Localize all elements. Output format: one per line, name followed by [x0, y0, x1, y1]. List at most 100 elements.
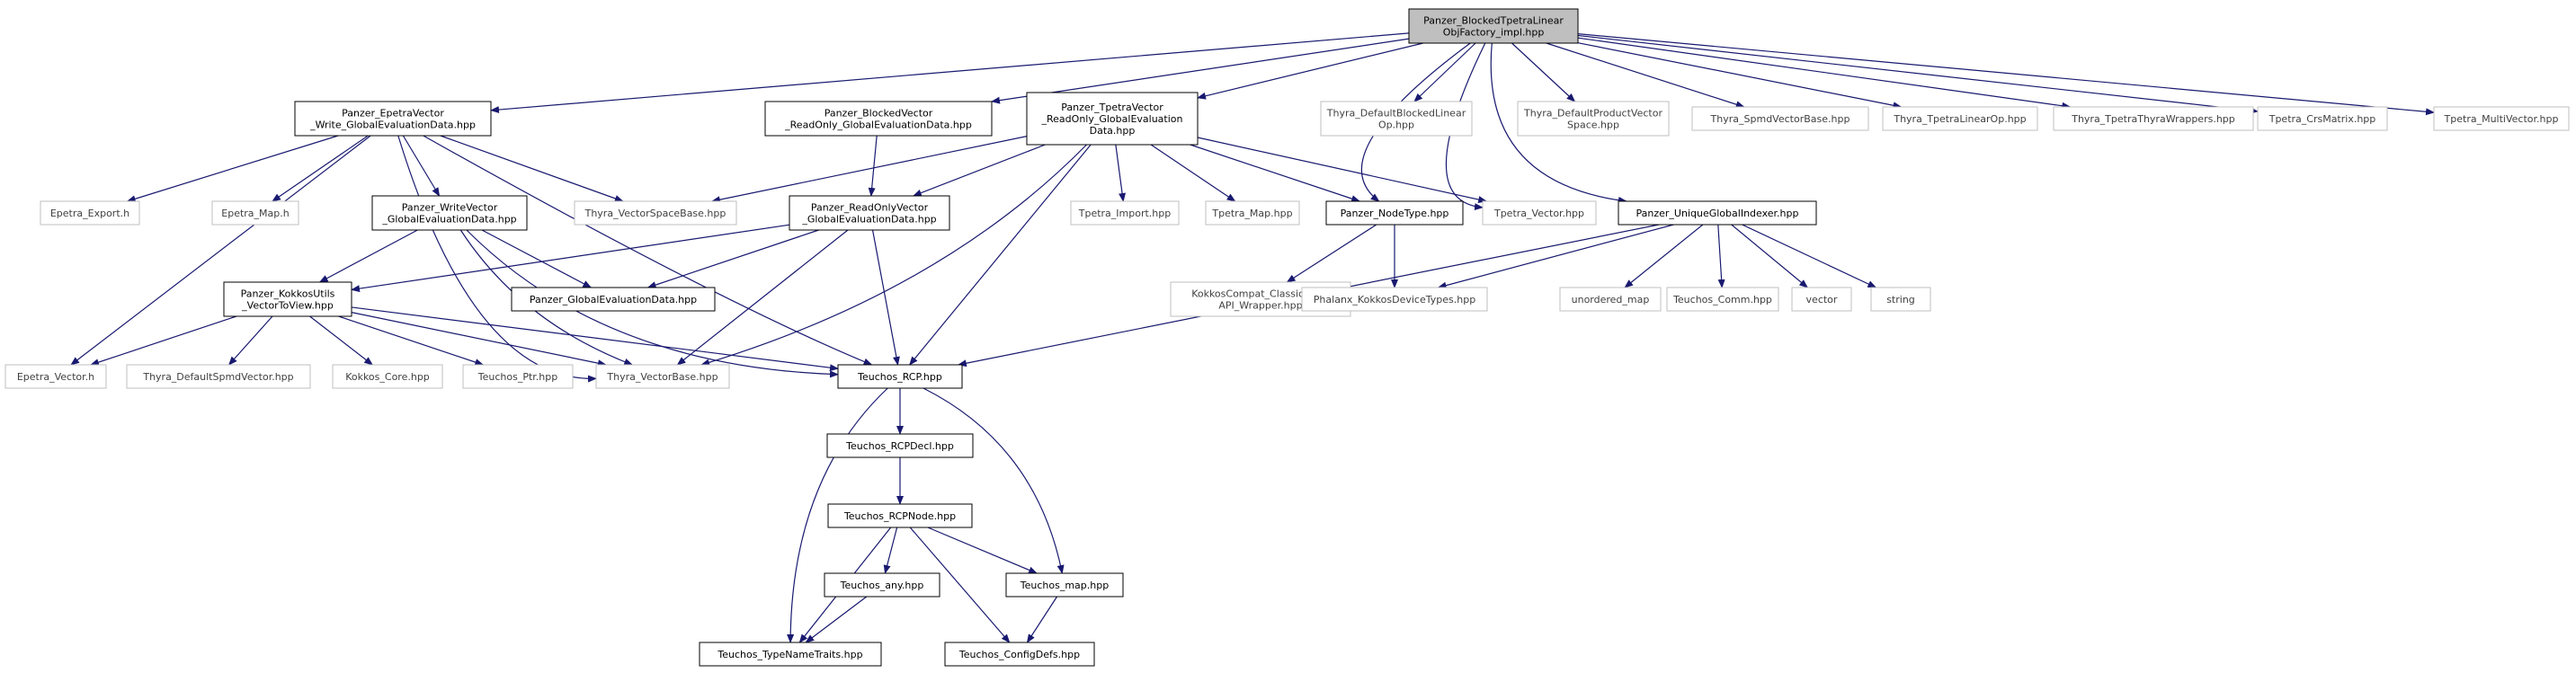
node-kokkos-core: Kokkos_Core.hpp	[332, 364, 443, 389]
node-label-line: Thyra_VectorSpaceBase.hpp	[584, 208, 726, 219]
node-box	[789, 195, 950, 231]
node-label-line: Teuchos_RCPDecl.hpp	[845, 440, 954, 452]
node-label-line: Data.hpp	[1090, 125, 1136, 137]
edge-readonly_vector_ged-to-global_evaluation_data	[646, 229, 819, 288]
node-box	[1882, 106, 2038, 131]
node-label-line: Thyra_DefaultSpmdVector.hpp	[142, 371, 293, 383]
node-label-line: Panzer_UniqueGlobalIndexer.hpp	[1636, 208, 1799, 219]
node-teuchos-rcp[interactable]: Teuchos_RCP.hpp	[837, 364, 963, 389]
edge-tpetra_ro_ged-to-tpetra_vector	[1197, 137, 1488, 203]
node-teuchos-map[interactable]: Teuchos_map.hpp	[1005, 572, 1124, 598]
node-label-line: Teuchos_Comm.hpp	[1672, 294, 1772, 306]
node-box	[574, 200, 737, 226]
node-teuchos-type-name-traits[interactable]: Teuchos_TypeNameTraits.hpp	[699, 642, 882, 667]
node-box	[1691, 106, 1869, 131]
edge-unique_global_indexer-to-phalanx_kokkos_device_types	[1437, 224, 1674, 289]
edge-root-to-thyra_tpetra_linear_op	[1577, 42, 1903, 110]
node-label-line: Epetra_Vector.h	[17, 371, 94, 383]
edge-blocked_ro_ged-to-readonly_vector_ged	[868, 135, 878, 197]
edge-node_type-to-kokkos_compat_classic_node	[1286, 224, 1377, 283]
node-tpetra-multi-vector: Tpetra_MultiVector.hpp	[2433, 106, 2570, 131]
edge-teuchos_rcp_node-to-teuchos_any	[883, 527, 898, 574]
node-box	[2053, 106, 2254, 131]
edge-epetra_write_ged-to-epetra_export	[126, 135, 339, 203]
edge-kokkos_utils_vector_to_view-to-thyra_default_spmd_vector	[227, 315, 273, 366]
node-box	[294, 101, 492, 137]
node-label-line: _Write_GlobalEvaluationData.hpp	[309, 120, 476, 131]
node-label-line: Panzer_BlockedTpetraLinear	[1423, 15, 1564, 27]
node-epetra-write-ged[interactable]: Panzer_EpetraVector_Write_GlobalEvaluati…	[294, 101, 492, 137]
edge-unique_global_indexer-to-teuchos_comm	[1717, 224, 1725, 288]
node-tpetra-ro-ged[interactable]: Panzer_TpetraVector_ReadOnly_GlobalEvalu…	[1026, 92, 1199, 146]
node-thyra-spmd-vector-base: Thyra_SpmdVectorBase.hpp	[1691, 106, 1869, 131]
edge-root-to-unique_global_indexer	[1490, 42, 1627, 204]
edge-root-to-thyra_default_product_vector_space	[1511, 42, 1576, 102]
node-box	[824, 572, 940, 598]
node-label-line: Tpetra_Import.hpp	[1078, 208, 1172, 219]
node-label-line: _VectorToView.hpp	[241, 300, 334, 312]
edge-epetra_write_ged-to-write_vector_ged	[402, 135, 441, 197]
node-label-line: API_Wrapper.hpp	[1218, 300, 1302, 312]
node-tpetra-map: Tpetra_Map.hpp	[1205, 200, 1300, 226]
node-label-line: Panzer_NodeType.hpp	[1341, 208, 1449, 219]
node-thyra-default-spmd-vector: Thyra_DefaultSpmdVector.hpp	[126, 364, 311, 389]
edge-write_vector_ged-to-teuchos_rcp	[466, 229, 839, 378]
edge-root-to-epetra_write_ged	[490, 32, 1410, 114]
edge-kokkos_utils_vector_to_view-to-thyra_vector_base	[351, 312, 607, 367]
node-unique-global-indexer[interactable]: Panzer_UniqueGlobalIndexer.hpp	[1618, 200, 1817, 226]
node-label-line: Panzer_WriteVector	[402, 202, 498, 214]
node-node-type[interactable]: Panzer_NodeType.hpp	[1325, 200, 1464, 226]
node-string: string	[1870, 287, 1931, 312]
node-thyra-vector-space-base: Thyra_VectorSpaceBase.hpp	[574, 200, 737, 226]
node-label-line: ObjFactory_impl.hpp	[1443, 27, 1545, 39]
node-box	[1618, 200, 1817, 226]
node-label-line: Panzer_BlockedVector	[824, 108, 933, 120]
node-write-vector-ged[interactable]: Panzer_WriteVector_GlobalEvaluationData.…	[371, 195, 528, 231]
node-box	[462, 364, 574, 389]
node-readonly-vector-ged[interactable]: Panzer_ReadOnlyVector_GlobalEvaluationDa…	[789, 195, 950, 231]
node-label-line: Panzer_TpetraVector	[1061, 102, 1163, 113]
node-teuchos-comm: Teuchos_Comm.hpp	[1666, 287, 1779, 312]
node-blocked-ro-ged[interactable]: Panzer_BlockedVector_ReadOnly_GlobalEval…	[764, 101, 993, 137]
node-box	[1666, 287, 1779, 312]
node-box	[837, 364, 963, 389]
edge-teuchos_any-to-teuchos_type_name_traits	[805, 596, 868, 643]
node-label-line: Teuchos_RCP.hpp	[857, 371, 942, 383]
edge-epetra_write_ged-to-epetra_map	[272, 135, 369, 202]
edge-readonly_vector_ged-to-teuchos_rcp	[871, 229, 900, 366]
node-global-evaluation-data[interactable]: Panzer_GlobalEvaluationData.hpp	[511, 287, 716, 312]
node-epetra-map: Epetra_Map.h	[211, 200, 299, 226]
node-teuchos-config-defs[interactable]: Teuchos_ConfigDefs.hpp	[944, 642, 1095, 667]
node-label-line: Thyra_DefaultProductVector	[1523, 108, 1662, 120]
node-teuchos-rcp-node[interactable]: Teuchos_RCPNode.hpp	[827, 503, 973, 528]
node-box	[4, 364, 107, 389]
node-teuchos-rcp-decl[interactable]: Teuchos_RCPDecl.hpp	[826, 433, 974, 458]
edge-teuchos_map-to-teuchos_config_defs	[1026, 596, 1058, 643]
node-box	[1070, 200, 1180, 226]
node-teuchos-ptr: Teuchos_Ptr.hpp	[462, 364, 574, 389]
node-epetra-vector: Epetra_Vector.h	[4, 364, 107, 389]
node-box	[1320, 101, 1473, 137]
node-label-line: Phalanx_KokkosDeviceTypes.hpp	[1314, 294, 1475, 306]
node-box	[332, 364, 443, 389]
node-label-line: Tpetra_CrsMatrix.hpp	[2268, 113, 2376, 125]
node-box	[1791, 287, 1852, 312]
node-thyra-vector-base: Thyra_VectorBase.hpp	[595, 364, 730, 389]
node-box	[2433, 106, 2570, 131]
node-box	[1482, 200, 1597, 226]
node-root[interactable]: Panzer_BlockedTpetraLinearObjFactory_imp…	[1408, 8, 1579, 44]
edge-unique_global_indexer-to-unordered_map	[1624, 224, 1704, 288]
edge-kokkos_utils_vector_to_view-to-epetra_vector	[90, 315, 237, 366]
node-teuchos-any[interactable]: Teuchos_any.hpp	[824, 572, 940, 598]
node-label-line: Thyra_TpetraThyraWrappers.hpp	[2071, 113, 2235, 125]
edge-root-to-blocked_ro_ged	[991, 38, 1410, 104]
edge-tpetra_ro_ged-to-thyra_vector_space_base	[710, 136, 1028, 204]
node-label-line: Teuchos_any.hpp	[840, 580, 924, 591]
node-label-line: Tpetra_Vector.hpp	[1493, 208, 1584, 219]
node-kokkos-utils-vector-to-view[interactable]: Panzer_KokkosUtils_VectorToView.hpp	[223, 281, 352, 317]
edge-root-to-tpetra_crs_matrix	[1577, 34, 2259, 114]
edge-tpetra_ro_ged-to-tpetra_map	[1150, 144, 1236, 202]
edge-epetra_write_ged-to-thyra_vector_space_base	[440, 135, 624, 202]
edge-write_vector_ged-to-global_evaluation_data	[481, 229, 593, 288]
